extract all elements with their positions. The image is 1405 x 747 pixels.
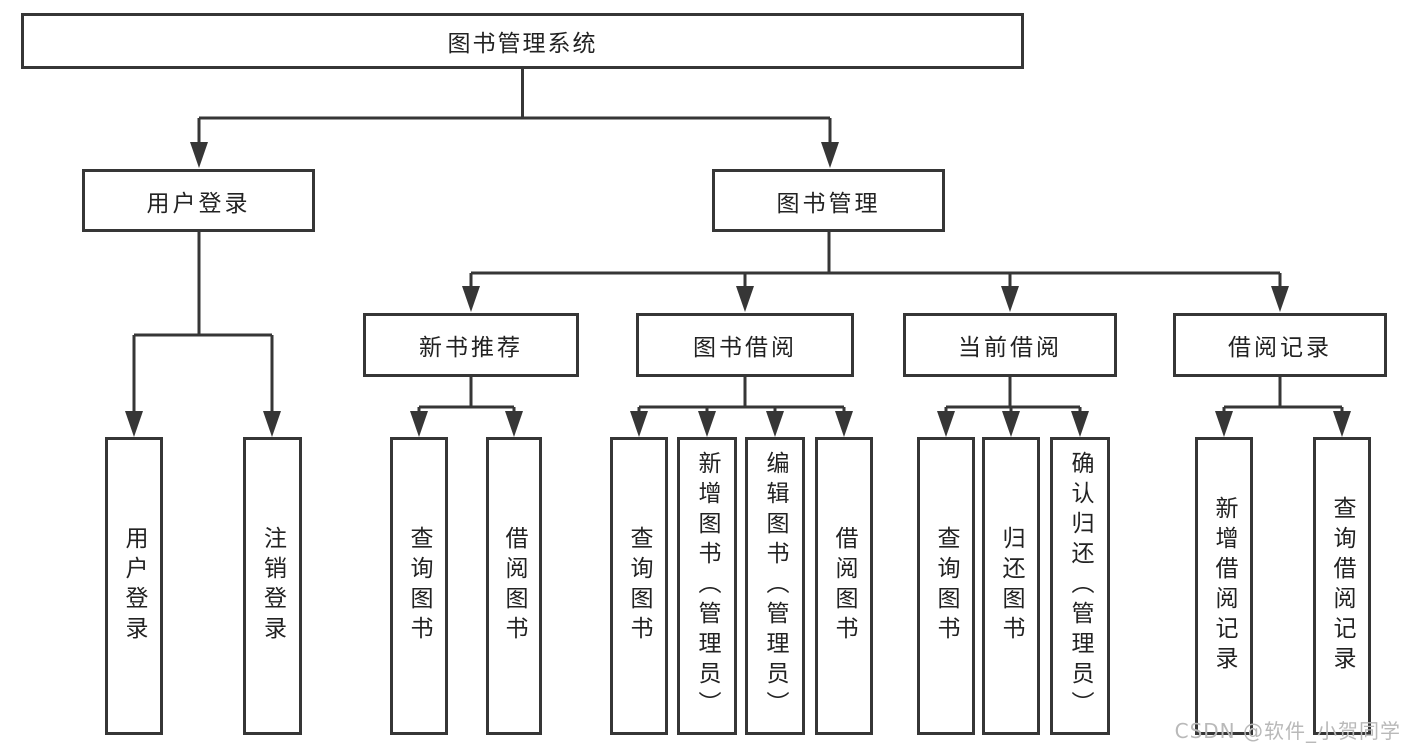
leaf-label: 借阅图书 xyxy=(831,526,857,646)
leaf-label: 归还图书 xyxy=(998,526,1024,646)
leaf-label: 新增借阅记录 xyxy=(1211,496,1237,676)
leaf-add-book-admin: 新增图书（管理员） xyxy=(677,437,737,735)
leaf-label: 查询图书 xyxy=(406,526,432,646)
leaf-label: 确认归还（管理员） xyxy=(1067,451,1093,721)
leaf-add-borrow-record: 新增借阅记录 xyxy=(1195,437,1253,735)
leaf-label: 用户登录 xyxy=(121,526,147,646)
node-label: 图书管理系统 xyxy=(447,31,598,57)
leaf-label: 新增图书（管理员） xyxy=(694,451,720,721)
leaf-query-books-current: 查询图书 xyxy=(917,437,975,735)
leaf-logout: 注销登录 xyxy=(243,437,302,735)
node-label: 新书推荐 xyxy=(419,335,523,361)
leaf-user-login: 用户登录 xyxy=(105,437,163,735)
leaf-query-books-recommend: 查询图书 xyxy=(390,437,448,735)
leaf-label: 查询图书 xyxy=(626,526,652,646)
node-label: 图书管理 xyxy=(776,190,881,217)
leaf-query-borrow-record: 查询借阅记录 xyxy=(1313,437,1371,735)
node-borrowing-records: 借阅记录 xyxy=(1173,313,1387,377)
node-label: 当前借阅 xyxy=(958,335,1062,361)
node-current-borrowing: 当前借阅 xyxy=(903,313,1117,377)
leaf-label: 查询借阅记录 xyxy=(1329,496,1355,676)
leaf-borrow-books: 借阅图书 xyxy=(815,437,873,735)
leaf-label: 编辑图书（管理员） xyxy=(762,451,788,721)
leaf-query-books-borrowing: 查询图书 xyxy=(610,437,668,735)
leaf-label: 查询图书 xyxy=(933,526,959,646)
node-book-borrowing: 图书借阅 xyxy=(636,313,854,377)
node-book-management: 图书管理 xyxy=(712,169,945,232)
node-user-login: 用户登录 xyxy=(82,169,315,232)
leaf-label: 借阅图书 xyxy=(501,526,527,646)
node-label: 借阅记录 xyxy=(1228,335,1332,361)
leaf-borrow-books-recommend: 借阅图书 xyxy=(486,437,542,735)
node-label: 图书借阅 xyxy=(693,335,797,361)
leaf-confirm-return-admin: 确认归还（管理员） xyxy=(1050,437,1110,735)
leaf-label: 注销登录 xyxy=(259,526,286,646)
node-new-book-recommendation: 新书推荐 xyxy=(363,313,579,377)
leaf-edit-book-admin: 编辑图书（管理员） xyxy=(745,437,805,735)
watermark: CSDN @软件_小贺同学 xyxy=(1174,719,1401,743)
leaf-return-books: 归还图书 xyxy=(982,437,1040,735)
node-library-management-system: 图书管理系统 xyxy=(21,13,1024,69)
node-label: 用户登录 xyxy=(146,190,251,217)
